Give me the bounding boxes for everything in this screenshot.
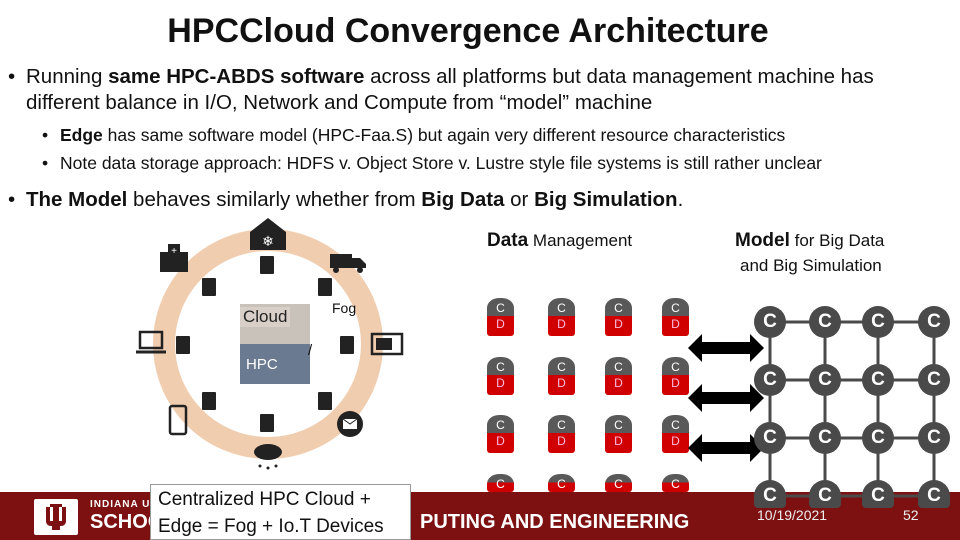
bullet-edge: • Edge has same software model (HPC-Faa.… xyxy=(42,125,786,145)
arrow-1 xyxy=(688,334,764,362)
model-grid-lines xyxy=(768,320,936,498)
model-node: C xyxy=(809,306,841,338)
slide-number: 52 xyxy=(903,507,919,523)
model-node: C xyxy=(754,364,786,396)
microwave-icon xyxy=(370,332,404,356)
model-node: C xyxy=(754,480,786,508)
model-node: C xyxy=(918,480,950,508)
model-node: C xyxy=(918,364,950,396)
phone-icon xyxy=(168,404,188,436)
cd-cell: C xyxy=(487,474,514,492)
laptop-icon xyxy=(136,330,166,354)
footer-university-text: INDIANA UN xyxy=(90,499,159,510)
model-node: C xyxy=(809,480,841,508)
model-node: C xyxy=(862,480,894,508)
model-node: C xyxy=(809,422,841,454)
arrow-2 xyxy=(688,384,764,412)
caption-line-1: Centralized HPC Cloud + xyxy=(158,489,371,510)
svg-text:❄: ❄ xyxy=(262,233,274,249)
data-management-label: Data Management xyxy=(487,230,633,251)
edge-caption: Centralized HPC Cloud + Edge = Fog + Io.… xyxy=(150,484,411,540)
hpc-image xyxy=(240,344,310,384)
model-node: C xyxy=(918,306,950,338)
cd-cell: C xyxy=(605,474,632,492)
slide-title: HPCCloud Convergence Architecture xyxy=(167,12,769,50)
hospital-icon: + xyxy=(160,244,188,272)
slash-mark: / xyxy=(308,342,313,359)
footer-engineering-text: PUTING AND ENGINEERING xyxy=(420,511,690,533)
rain-cloud-icon xyxy=(254,444,282,470)
hpc-label: HPC xyxy=(246,356,278,373)
edge-diagram: ❄ + xyxy=(136,218,404,470)
model-label-line2: and Big Simulation xyxy=(740,256,882,275)
iu-logo xyxy=(34,499,78,535)
footer-school-text: SCHOO xyxy=(90,511,164,533)
model-node: C xyxy=(862,306,894,338)
truck-icon xyxy=(330,254,366,273)
model-node: C xyxy=(862,364,894,396)
model-node: C xyxy=(754,306,786,338)
server-icon xyxy=(176,256,354,432)
model-node: C xyxy=(918,422,950,454)
arrow-3 xyxy=(688,434,764,462)
fog-label: Fog xyxy=(332,300,357,316)
svg-text:+: + xyxy=(171,246,177,257)
model-node: C xyxy=(862,422,894,454)
bullet-same-software: • Running same HPC-ABDS software across … xyxy=(8,65,874,114)
model-node: C xyxy=(809,364,841,396)
transfer-arrows xyxy=(688,334,764,462)
cd-cell: C xyxy=(662,474,689,492)
cloud-label: Cloud xyxy=(240,307,291,327)
bullet-storage: • Note data storage approach: HDFS v. Ob… xyxy=(42,153,822,173)
caption-line-2: Edge = Fog + Io.T Devices xyxy=(158,516,384,537)
model-label: Model for Big Data xyxy=(735,230,885,251)
snowflake-house-icon: ❄ xyxy=(250,218,286,250)
bullet-model: • The Model behaves similarly whether fr… xyxy=(8,188,684,211)
footer-date: 10/19/2021 xyxy=(757,507,828,523)
model-node: C xyxy=(754,422,786,454)
cd-cell: C xyxy=(548,474,575,492)
mail-icon xyxy=(337,411,363,437)
